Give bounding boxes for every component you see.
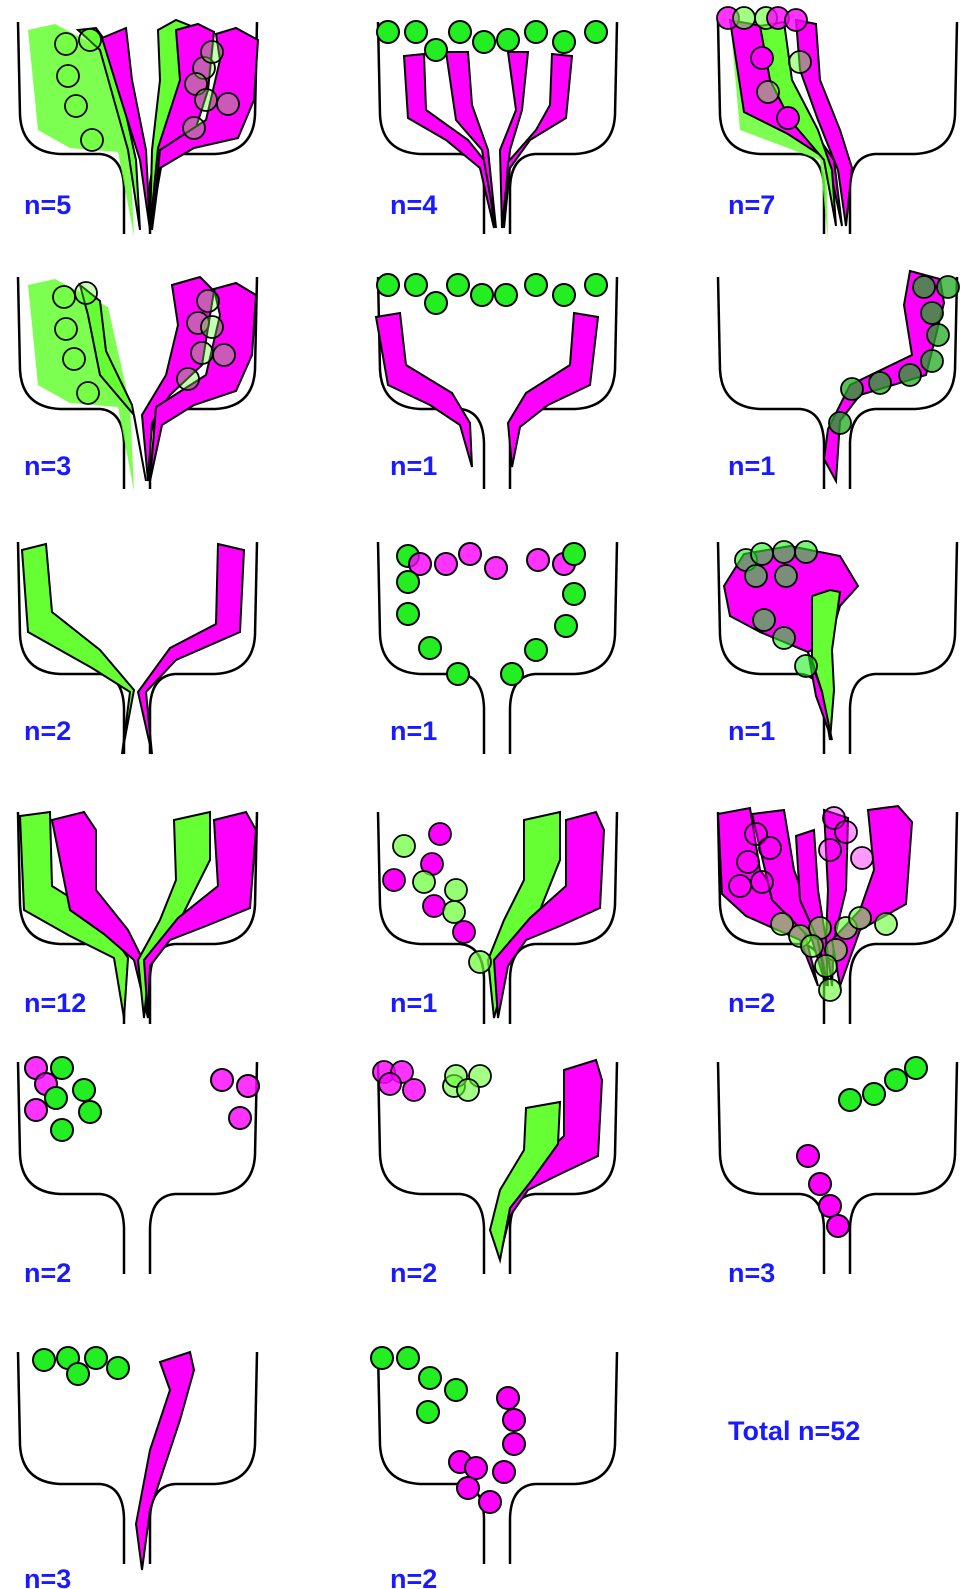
- panel-count-label: n=2: [390, 1564, 437, 1589]
- panel-count-label: n=2: [24, 716, 71, 746]
- panel-count-label: n=4: [390, 190, 437, 220]
- total-count-label: Total n=52: [728, 1416, 860, 1446]
- cell-group: [373, 1061, 491, 1101]
- panel-p9: n=1: [718, 541, 957, 754]
- magenta-strand: [138, 544, 244, 754]
- cell-group: [377, 274, 607, 314]
- panel-p1: n=5: [18, 20, 258, 236]
- panel-p17: n=2: [371, 1347, 617, 1589]
- panel-count-label: n=1: [728, 451, 775, 481]
- panel-count-label: n=1: [390, 716, 437, 746]
- panel-p13: n=2: [18, 1057, 259, 1288]
- panel-p15: n=3: [718, 1057, 957, 1288]
- panel-p10: n=12: [18, 812, 257, 1024]
- panel-count-label: n=7: [728, 190, 775, 220]
- panel-p8: n=1: [378, 542, 617, 754]
- cell-group: [33, 1347, 129, 1385]
- panel-p7: n=2: [18, 542, 257, 754]
- panel-p14: n=2: [373, 1060, 617, 1288]
- panel-count-label: n=3: [24, 1564, 71, 1589]
- panel-p6: n=1: [718, 271, 959, 489]
- cell-group: [797, 1057, 927, 1237]
- panel-count-label: n=12: [24, 988, 86, 1018]
- crypt-outline: [378, 1352, 617, 1564]
- panel-p16: n=3: [18, 1347, 257, 1589]
- panel-count-label: n=3: [728, 1258, 775, 1288]
- panel-p4: n=3: [18, 277, 257, 491]
- magenta-strands: [376, 313, 598, 467]
- green-strand: [490, 1102, 560, 1260]
- magenta-strand: [136, 1352, 194, 1570]
- panel-count-label: n=2: [390, 1258, 437, 1288]
- panel-count-label: n=2: [728, 988, 775, 1018]
- panel-count-label: n=1: [390, 988, 437, 1018]
- panel-count-label: n=3: [24, 451, 71, 481]
- panel-count-label: n=2: [24, 1258, 71, 1288]
- panel-p2: n=4: [377, 21, 617, 234]
- cell-group: [371, 1347, 525, 1513]
- panel-p12: n=2: [718, 806, 957, 1024]
- panel-count-label: n=5: [24, 190, 71, 220]
- panel-count-label: n=1: [728, 716, 775, 746]
- panel-p11: n=1: [378, 812, 617, 1024]
- panel-count-label: n=1: [390, 451, 437, 481]
- cell-group: [25, 1057, 259, 1141]
- panel-p3: n=7: [717, 7, 957, 240]
- crypt-outline: [718, 1062, 957, 1274]
- panel-p5: n=1: [376, 274, 617, 489]
- cell-group: [397, 543, 585, 685]
